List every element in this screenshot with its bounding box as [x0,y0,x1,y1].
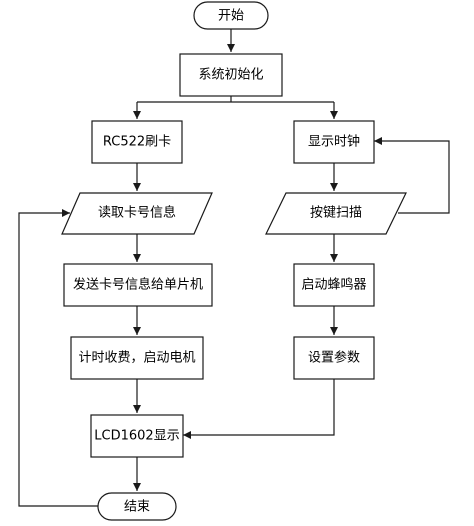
node-buzzer-label: 启动蜂鸣器 [301,277,366,293]
node-params: 设置参数 [293,336,375,380]
node-lcd: LCD1602显示 [90,414,184,458]
node-read: 读取卡号信息 [61,192,213,235]
node-init-label: 系统初始化 [198,68,263,83]
node-end-label: 结束 [124,500,150,515]
node-send: 发送卡号信息给单片机 [63,263,213,307]
edge-params-lcd [183,379,335,439]
node-clock: 显示时钟 [293,120,375,164]
node-keys: 按键扫描 [265,192,407,235]
node-charge: 计时收费，启动电机 [70,336,204,380]
node-start-label: 开始 [218,9,244,24]
node-rc522: RC522刷卡 [91,120,183,164]
node-rc522-label: RC522刷卡 [103,135,171,150]
node-buzzer: 启动蜂鸣器 [293,263,375,307]
node-end: 结束 [97,492,177,521]
node-params-label: 设置参数 [308,350,360,366]
edge-keys-loop-clock [374,137,450,214]
node-clock-label: 显示时钟 [308,134,360,150]
node-send-label: 发送卡号信息给单片机 [73,277,203,293]
node-keys-label: 按键扫描 [310,206,362,221]
node-init: 系统初始化 [179,53,283,97]
node-read-label: 读取卡号信息 [98,205,176,221]
node-start: 开始 [193,1,269,30]
node-charge-label: 计时收费，启动电机 [78,351,195,366]
edge-end-loop-read [18,209,98,507]
node-lcd-label: LCD1602显示 [94,429,179,444]
